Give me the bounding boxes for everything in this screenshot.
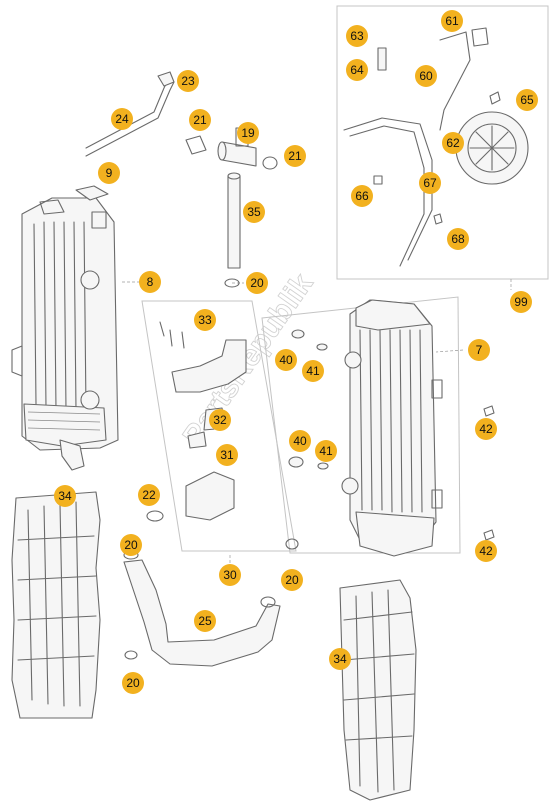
left-radiator — [11, 185, 119, 471]
right-shroud — [339, 579, 417, 801]
callout-24: 24 — [111, 108, 133, 130]
callout-60: 60 — [415, 65, 437, 87]
callout-label: 19 — [241, 126, 255, 140]
callout-33: 33 — [194, 309, 216, 331]
lower-hose — [123, 538, 299, 667]
callout-label: 42 — [479, 422, 493, 436]
callout-67: 67 — [419, 172, 441, 194]
right-radiator — [341, 299, 443, 557]
callout-21: 21 — [284, 145, 306, 167]
fan-kit-frame — [336, 5, 549, 280]
callout-99: 99 — [510, 291, 532, 313]
callout-32: 32 — [209, 409, 231, 431]
callout-42: 42 — [475, 540, 497, 562]
callout-25: 25 — [194, 610, 216, 632]
callout-41: 41 — [315, 440, 337, 462]
callout-label: 63 — [350, 29, 364, 43]
callout-label: 67 — [423, 176, 437, 190]
callout-label: 42 — [479, 544, 493, 558]
watermark-text: PartsRepublik — [177, 268, 320, 452]
callout-label: 35 — [247, 205, 261, 219]
callout-23: 23 — [177, 70, 199, 92]
callout-61: 61 — [441, 10, 463, 32]
callout-label: 23 — [181, 74, 195, 88]
callout-34: 34 — [54, 485, 76, 507]
callout-label: 9 — [106, 166, 113, 180]
callout-label: 21 — [288, 149, 302, 163]
callout-7: 7 — [468, 339, 490, 361]
callout-35: 35 — [243, 201, 265, 223]
callout-21: 21 — [189, 109, 211, 131]
callout-31: 31 — [216, 444, 238, 466]
callout-62: 62 — [442, 132, 464, 154]
callout-30: 30 — [219, 564, 241, 586]
callout-label: 7 — [476, 343, 483, 357]
callout-label: 40 — [293, 434, 307, 448]
callout-label: 20 — [124, 538, 138, 552]
callout-label: 34 — [58, 489, 72, 503]
callout-9: 9 — [98, 162, 120, 184]
left-shroud — [11, 491, 101, 719]
callout-20: 20 — [246, 272, 268, 294]
callout-label: 8 — [147, 275, 154, 289]
callout-63: 63 — [346, 25, 368, 47]
callout-20: 20 — [120, 534, 142, 556]
callout-label: 99 — [514, 295, 528, 309]
callout-64: 64 — [346, 59, 368, 81]
callout-42: 42 — [475, 418, 497, 440]
callout-label: 25 — [198, 614, 212, 628]
callout-40: 40 — [275, 349, 297, 371]
callout-label: 22 — [142, 488, 156, 502]
callout-label: 24 — [115, 112, 129, 126]
callout-34: 34 — [329, 648, 351, 670]
callout-label: 33 — [198, 313, 212, 327]
callout-label: 21 — [193, 113, 207, 127]
callout-66: 66 — [351, 185, 373, 207]
callout-label: 41 — [306, 364, 320, 378]
top-hoses — [85, 71, 278, 288]
callout-8: 8 — [139, 271, 161, 293]
callout-41: 41 — [302, 360, 324, 382]
callout-label: 30 — [223, 568, 237, 582]
callout-label: 32 — [213, 413, 227, 427]
hose-kit-frame — [141, 300, 297, 552]
callout-20: 20 — [122, 672, 144, 694]
callout-40: 40 — [289, 430, 311, 452]
callout-22: 22 — [138, 484, 160, 506]
leader-lines — [122, 279, 512, 568]
fan-kit — [343, 27, 529, 267]
callout-label: 61 — [445, 14, 459, 28]
callout-label: 31 — [220, 448, 234, 462]
callout-label: 34 — [333, 652, 347, 666]
callout-label: 41 — [319, 444, 333, 458]
callout-label: 64 — [350, 63, 364, 77]
callout-19: 19 — [237, 122, 259, 144]
callout-68: 68 — [447, 228, 469, 250]
callout-label: 68 — [451, 232, 465, 246]
callout-label: 20 — [250, 276, 264, 290]
callout-20: 20 — [281, 569, 303, 591]
callout-label: 40 — [279, 353, 293, 367]
callout-label: 60 — [419, 69, 433, 83]
callout-label: 65 — [520, 93, 534, 107]
radiator-hardware — [288, 329, 495, 541]
callout-65: 65 — [516, 89, 538, 111]
callout-label: 20 — [126, 676, 140, 690]
callout-label: 20 — [285, 573, 299, 587]
watermark: PartsRepublik — [176, 267, 320, 452]
callout-label: 62 — [446, 136, 460, 150]
callout-label: 66 — [355, 189, 369, 203]
